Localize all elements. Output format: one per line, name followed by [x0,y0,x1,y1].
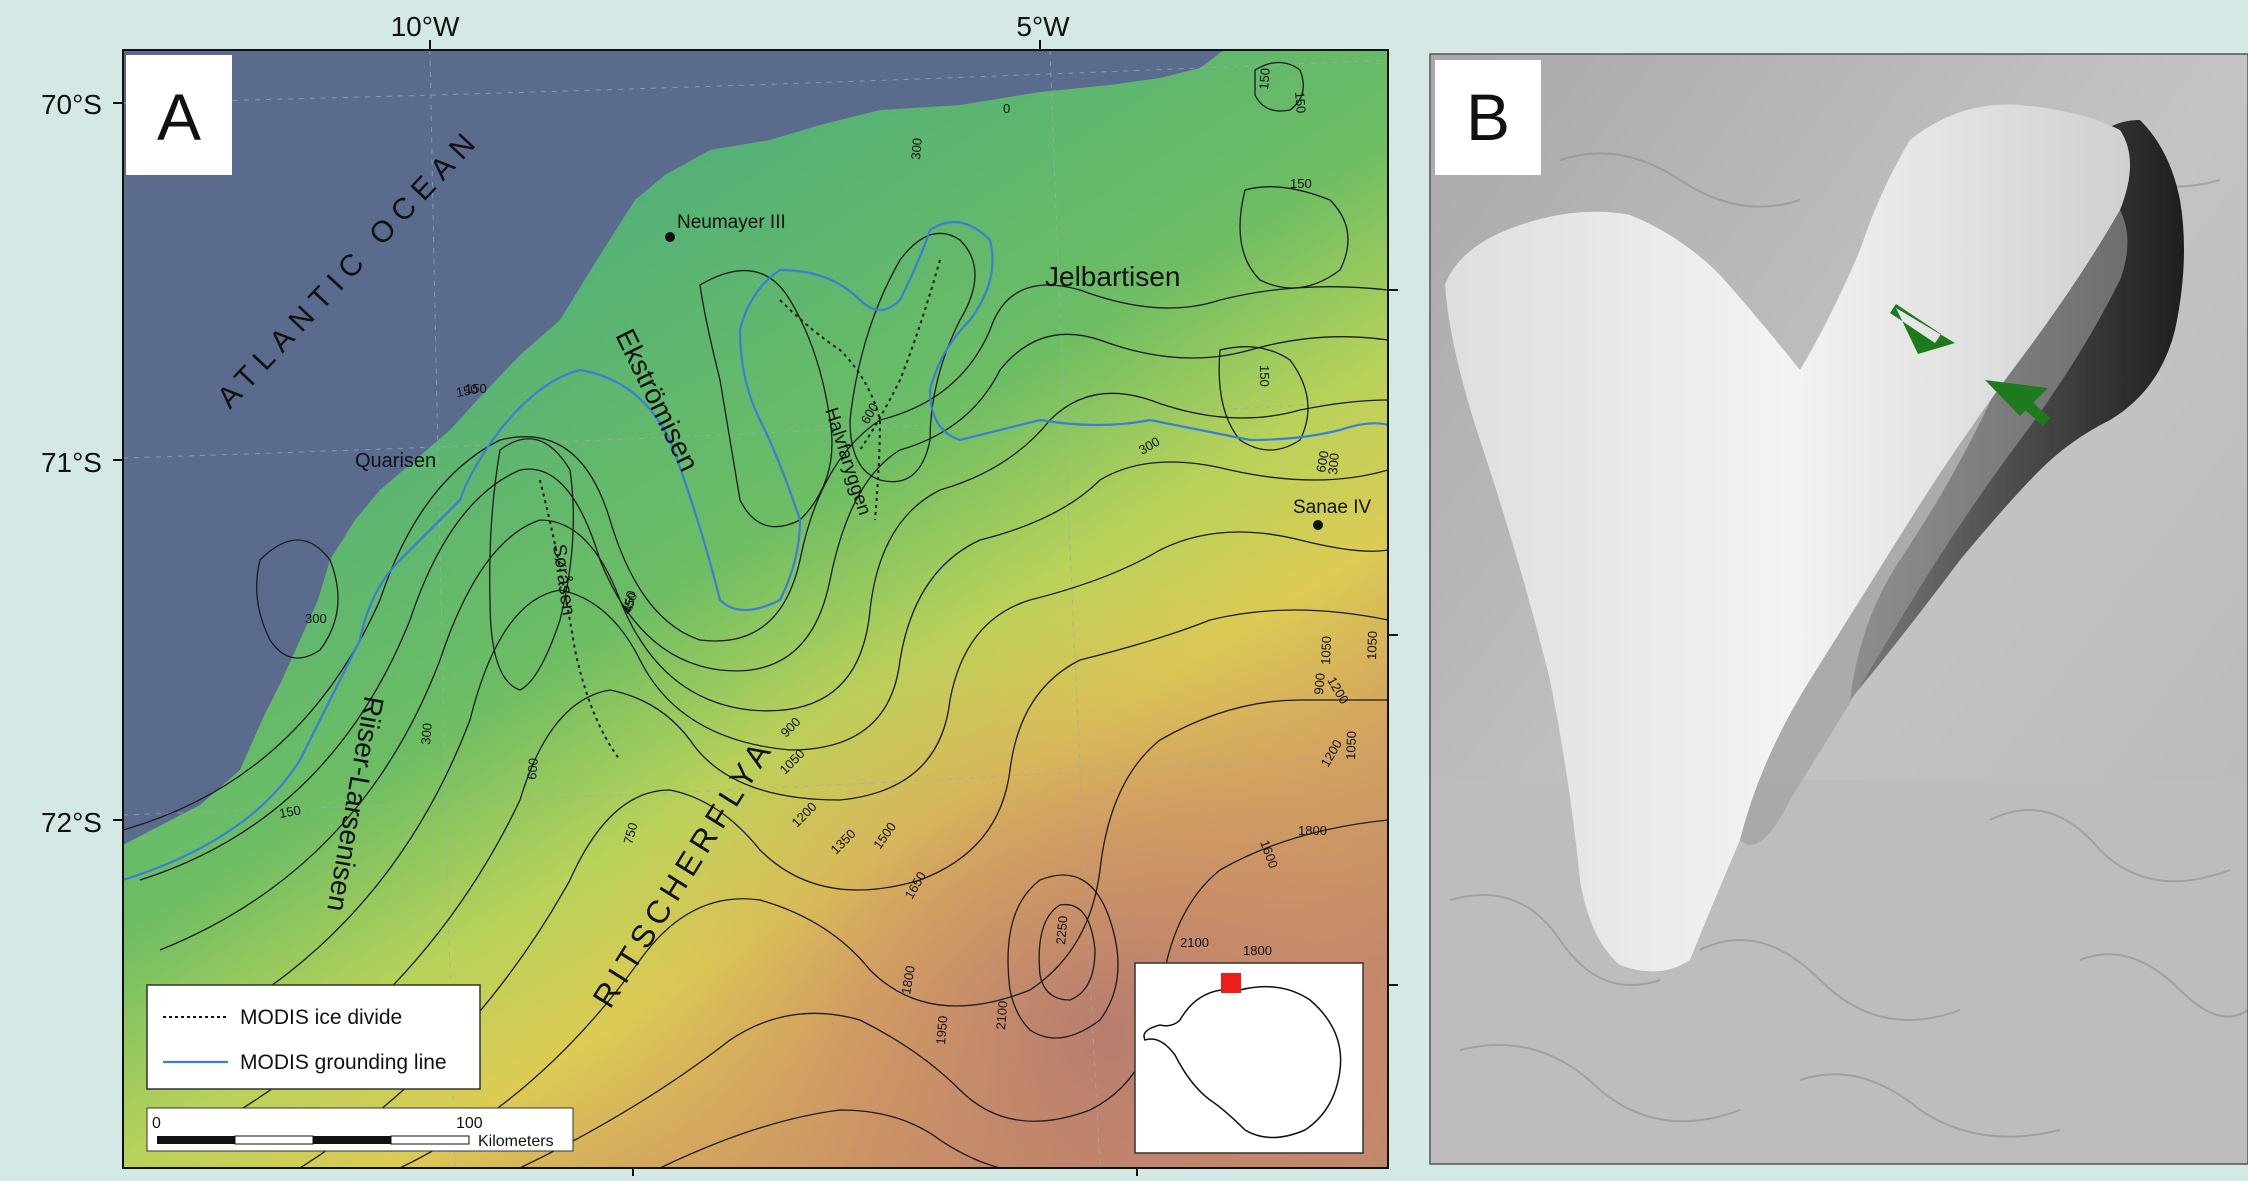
label-quarisen: Quarisen [355,450,436,472]
panel-b-label-box [1435,60,1541,175]
panel-a-label: A [157,80,201,154]
longitude-label: 10°W [391,11,460,42]
antarctica-outline [1143,985,1342,1139]
scale-segment [157,1136,235,1144]
contour-label: 1800 [1243,943,1272,958]
contour-label: 2100 [1180,935,1209,950]
scale-unit-label: Kilometers [478,1133,554,1150]
arrow-1 [1890,304,1955,354]
scale-hundred-label: 100 [456,1115,483,1132]
contour-label: 150 [278,802,302,821]
panel-a-frame [122,49,1389,1169]
contour-label: 150 [1257,365,1272,387]
contour-label: 1050 [1364,631,1380,660]
sanae-station-marker [1313,520,1323,530]
contour-label: 150 [465,381,487,396]
contour-label: 1800 [1298,823,1327,838]
graticule [123,50,1388,1168]
label-jelbartisen: Jelbartisen [1045,261,1180,292]
arrow-2 [1985,380,2050,426]
latitude-label: 71°S [41,447,102,478]
legend: MODIS ice divide MODIS grounding line [146,984,481,1090]
panel-b-hillshade: B [1430,54,2248,1164]
contour-label: 2250 [1053,915,1070,945]
scale-zero-label: 0 [152,1115,161,1132]
legend-box [146,984,481,1090]
scale-segment [313,1136,391,1144]
rough-terrain [1430,780,2248,1164]
contour-label: 2100 [993,1000,1010,1030]
panel-b-frame [1429,53,2248,1165]
contour-label: 600 [1313,450,1332,474]
scale-bar: 0 100 Kilometers [146,1107,574,1152]
contour-label: 900 [1311,672,1328,695]
contour-label: 150 [1292,91,1309,114]
legend-ice-divide-label: MODIS ice divide [240,1006,402,1029]
scale-segment [234,1135,314,1145]
contour-label: 450 [619,591,641,617]
contour-label: 600 [524,757,541,780]
contour-label: 1800 [898,964,918,995]
inset-antarctica-map [1134,962,1364,1154]
contour-label: 450 [620,590,639,614]
label-sanae: Sanae IV [1293,497,1371,518]
panel-a-label-box [126,55,232,175]
ridge-shadow [1740,210,2128,845]
contour-label: 300 [1325,452,1342,475]
ice-rise-ridge [1445,104,2130,972]
longitude-label: 5°W [1016,11,1070,42]
axis-ticks [113,40,1398,1176]
panel-a-map: ATLANTIC OCEAN Neumayer III Jelbartisen … [123,50,1388,1168]
neumayer-station-marker [665,232,675,242]
ice-divides [539,259,941,761]
contour-label: 300 [908,137,925,160]
contour-label: 150 [1290,176,1312,191]
panel-b-label: B [1466,80,1510,154]
legend-grounding-line-label: MODIS grounding line [240,1051,447,1074]
scale-segment [390,1135,470,1145]
latitude-label: 72°S [41,807,102,838]
contour-label: 750 [620,821,640,846]
contour-label: 1950 [933,1015,950,1045]
grounding-line [123,220,1388,882]
contour-label: 1050 [1318,636,1334,665]
study-area-marker [1221,973,1241,993]
contour-label: 300 [305,611,327,626]
label-neumayer: Neumayer III [677,212,786,233]
contour-label: 0 [1003,101,1010,116]
latitude-label: 70°S [41,89,102,120]
contour-label: 150 [1256,67,1273,90]
contour-lines [123,61,1388,1168]
contour-label: 150 [455,381,479,400]
contour-label: 1050 [1343,731,1359,760]
contour-label: 300 [418,722,435,745]
